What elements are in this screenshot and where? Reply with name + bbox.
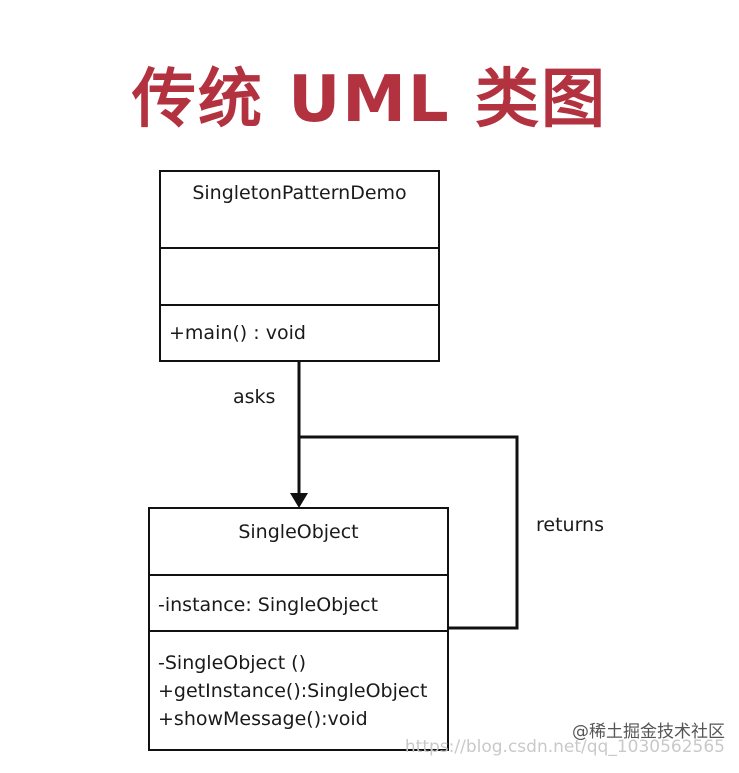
attributes-section (161, 247, 438, 304)
class-singleton-pattern-demo: SingletonPatternDemo +main() : void (159, 170, 440, 362)
asks-arrowhead (290, 493, 308, 508)
diagram-title: 传统 UML 类图 (132, 63, 607, 137)
class-single-object: SingleObject -instance: SingleObject -Si… (148, 507, 449, 751)
method-get-instance: +getInstance():SingleObject (158, 680, 428, 702)
returns-label: returns (536, 514, 604, 536)
class-name: SingletonPatternDemo (192, 182, 407, 204)
watermark: https://blog.csdn.net/qq_1030562565 @稀土掘… (404, 722, 725, 757)
methods-section: -SingleObject () +getInstance():SingleOb… (150, 630, 447, 751)
watermark-brand: @稀土掘金技术社区 (572, 722, 725, 742)
methods-section: +main() : void (161, 304, 438, 362)
class-name-section: SingletonPatternDemo (161, 172, 438, 247)
class-name-section: SingleObject (150, 509, 447, 574)
method-main: +main() : void (169, 322, 306, 344)
watermark-url: https://blog.csdn.net/qq_1030562565 (404, 737, 725, 757)
returns-line (299, 435, 519, 630)
class-name: SingleObject (238, 521, 359, 543)
method-show-message: +showMessage():void (158, 708, 368, 730)
attribute-instance: -instance: SingleObject (158, 594, 379, 616)
method-constructor: -SingleObject () (158, 652, 307, 674)
attributes-section: -instance: SingleObject (150, 574, 447, 630)
asks-label: asks (233, 386, 276, 408)
